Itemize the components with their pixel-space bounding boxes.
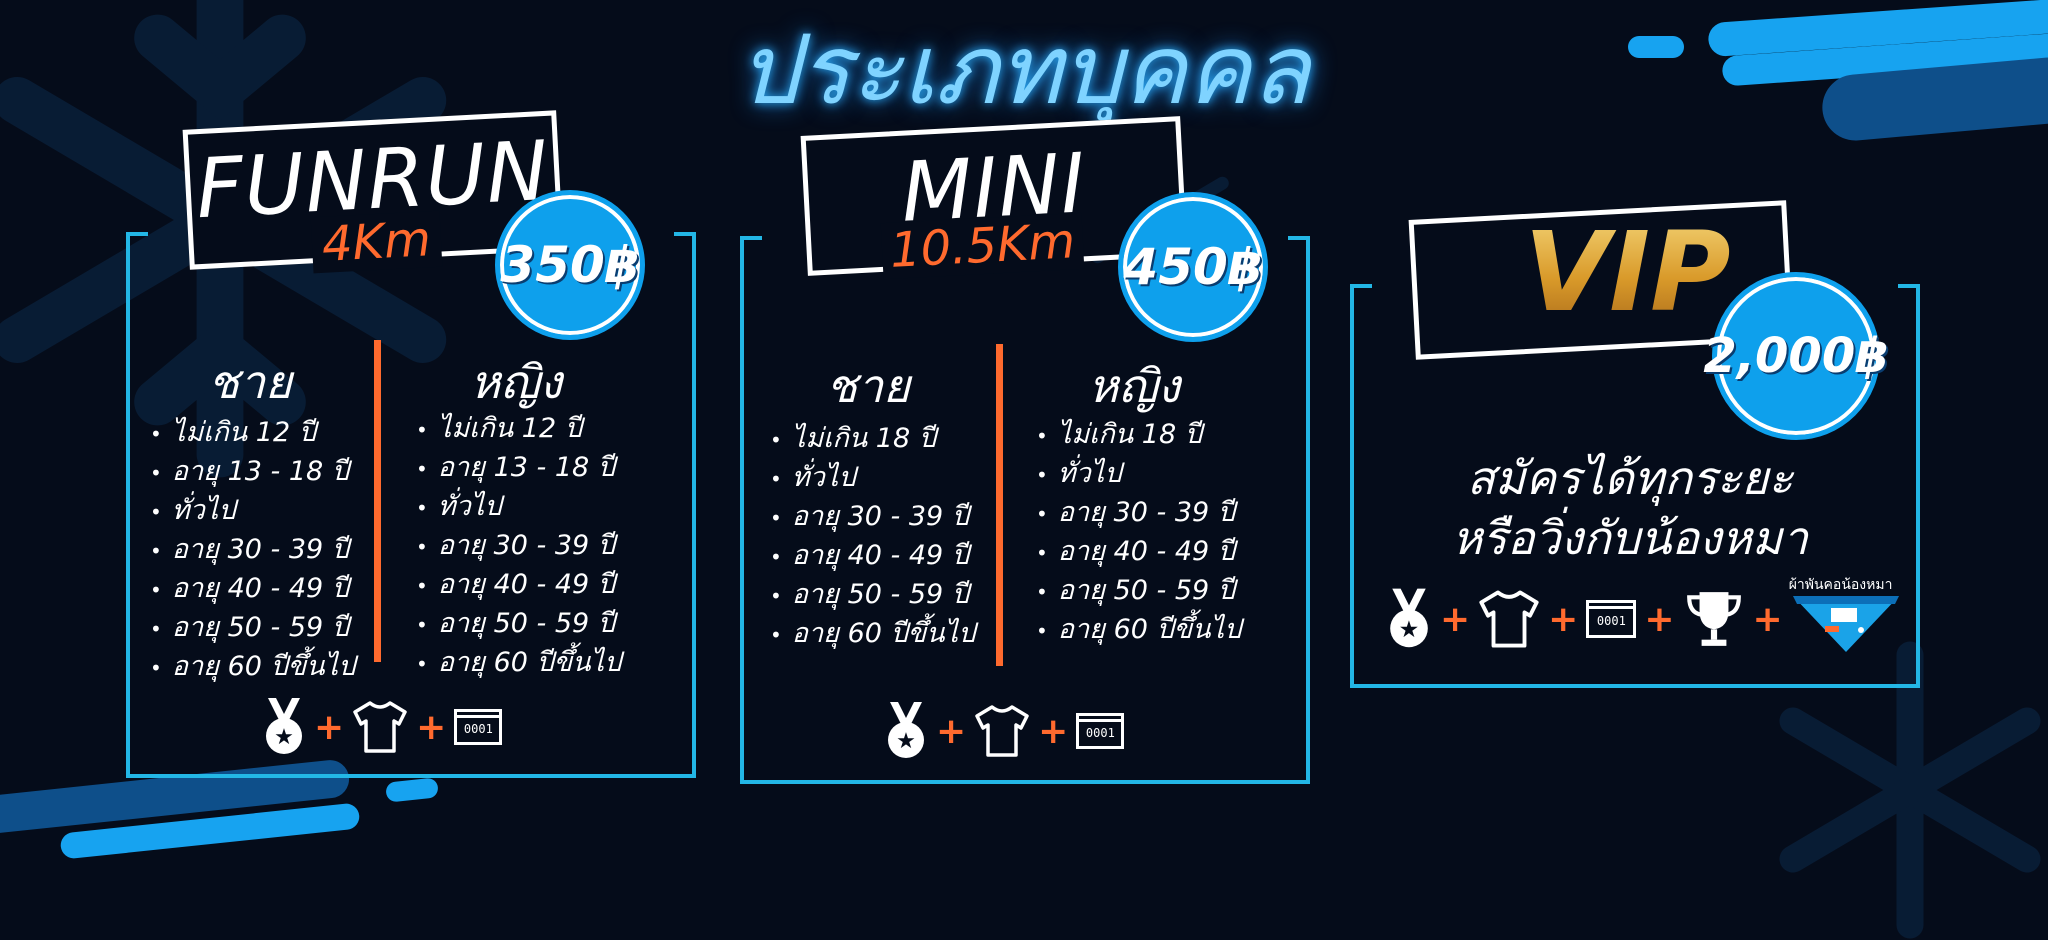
list-item: อายุ 40 - 49 ปี — [770, 537, 975, 576]
list-item: ทั่วไป — [1036, 455, 1241, 494]
medal-icon: ★ — [266, 698, 302, 754]
list-item: อายุ 50 - 59 ปี — [416, 605, 621, 644]
svg-text:★: ★ — [1399, 617, 1420, 643]
included-items: ★ + + 0001 — [262, 698, 503, 756]
price-badge: 450฿ — [1118, 192, 1268, 342]
decorative-stripe — [1628, 36, 1684, 58]
decorative-stripe — [385, 777, 439, 803]
male-heading: ชาย — [207, 355, 292, 409]
bib-icon: 0001 — [1586, 600, 1637, 638]
list-item: ทั่วไป — [416, 488, 621, 527]
list-item: อายุ 60 ปีขึ้นไป — [150, 648, 356, 687]
price-badge: 2,000฿ — [1703, 272, 1889, 440]
list-item: ไม่เกิน 12 ปี — [416, 410, 621, 449]
female-category-list: ไม่เกิน 12 ปี อายุ 13 - 18 ปี ทั่วไป อาย… — [416, 410, 622, 683]
bib-number: 0001 — [1596, 614, 1626, 628]
trophy-icon — [1686, 592, 1741, 646]
distance-label: 4Km — [310, 210, 443, 274]
list-item: อายุ 40 - 49 ปี — [150, 570, 355, 609]
list-item: ไม่เกิน 18 ปี — [1036, 416, 1241, 455]
tshirt-icon — [353, 701, 407, 753]
card-frame — [740, 236, 1310, 784]
tshirt-icon — [975, 705, 1029, 757]
list-item: อายุ 60 ปีขึ้นไป — [770, 615, 976, 654]
medal-icon: ★ — [1390, 588, 1428, 648]
list-item: อายุ 50 - 59 ปี — [1036, 572, 1241, 611]
card-frame — [1350, 284, 1920, 688]
list-item: อายุ 50 - 59 ปี — [770, 576, 975, 615]
female-heading: หญิง — [470, 355, 562, 409]
price-badge: 350฿ — [495, 190, 645, 340]
female-heading: หญิง — [1088, 359, 1180, 413]
vip-subtitle-line2: หรือวิ่งกับน้องหมา — [1451, 511, 1808, 565]
plus-sign: + — [1752, 598, 1783, 640]
plus-sign: + — [1038, 710, 1069, 752]
list-item: อายุ 13 - 18 ปี — [416, 449, 621, 488]
tshirt-icon — [1479, 590, 1539, 648]
plus-sign: + — [1440, 598, 1471, 640]
dog-scarf-item: ผ้าพันคอน้องหมา — [1789, 577, 1901, 654]
list-item: อายุ 30 - 39 ปี — [1036, 494, 1241, 533]
male-category-list: ไม่เกิน 18 ปี ทั่วไป อายุ 30 - 39 ปี อาย… — [770, 420, 976, 654]
plus-sign: + — [1644, 598, 1675, 640]
male-category-list: ไม่เกิน 12 ปี อายุ 13 - 18 ปี ทั่วไป อาย… — [150, 414, 356, 687]
bib-icon: 0001 — [454, 709, 503, 745]
bib-number: 0001 — [1085, 726, 1115, 740]
female-category-list: ไม่เกิน 18 ปี ทั่วไป อายุ 30 - 39 ปี อาย… — [1036, 416, 1242, 650]
scarf-label: ผ้าพันคอน้องหมา — [1788, 577, 1893, 593]
list-item: ทั่วไป — [770, 459, 975, 498]
medal-icon: ★ — [888, 702, 924, 758]
list-item: อายุ 13 - 18 ปี — [150, 453, 355, 492]
plus-sign: + — [1548, 598, 1579, 640]
male-heading: ชาย — [825, 359, 910, 413]
list-item: อายุ 30 - 39 ปี — [770, 498, 975, 537]
svg-text:★: ★ — [896, 729, 916, 754]
list-item: อายุ 60 ปีขึ้นไป — [1036, 611, 1242, 650]
list-item: อายุ 30 - 39 ปี — [416, 527, 621, 566]
svg-text:★: ★ — [274, 725, 294, 750]
list-item: อายุ 30 - 39 ปี — [150, 531, 355, 570]
dog-scarf-icon — [1792, 596, 1899, 652]
bib-icon: 0001 — [1076, 713, 1125, 749]
plus-sign: + — [936, 710, 967, 752]
list-item: ไม่เกิน 18 ปี — [770, 420, 975, 459]
included-items: ★ + + 0001 + + ผ้าพันคอน้องหมา — [1386, 577, 1901, 654]
distance-label: 10.5Km — [880, 212, 1085, 280]
column-divider — [996, 344, 1003, 666]
column-divider — [374, 340, 381, 662]
list-item: อายุ 40 - 49 ปี — [1036, 533, 1241, 572]
list-item: อายุ 60 ปีขึ้นไป — [416, 644, 622, 683]
list-item: อายุ 40 - 49 ปี — [416, 566, 621, 605]
vip-subtitle-line1: สมัครได้ทุกระยะ — [1466, 451, 1794, 505]
plus-sign: + — [314, 706, 345, 748]
page-title: ประเภทบุคคล — [738, 14, 1310, 126]
list-item: ไม่เกิน 12 ปี — [150, 414, 355, 453]
included-items: ★ + + 0001 — [884, 702, 1125, 760]
card-frame — [126, 232, 696, 778]
plus-sign: + — [416, 706, 447, 748]
list-item: อายุ 50 - 59 ปี — [150, 609, 355, 648]
list-item: ทั่วไป — [150, 492, 355, 531]
card-title: VIP — [1524, 208, 1731, 336]
bib-number: 0001 — [463, 722, 493, 736]
